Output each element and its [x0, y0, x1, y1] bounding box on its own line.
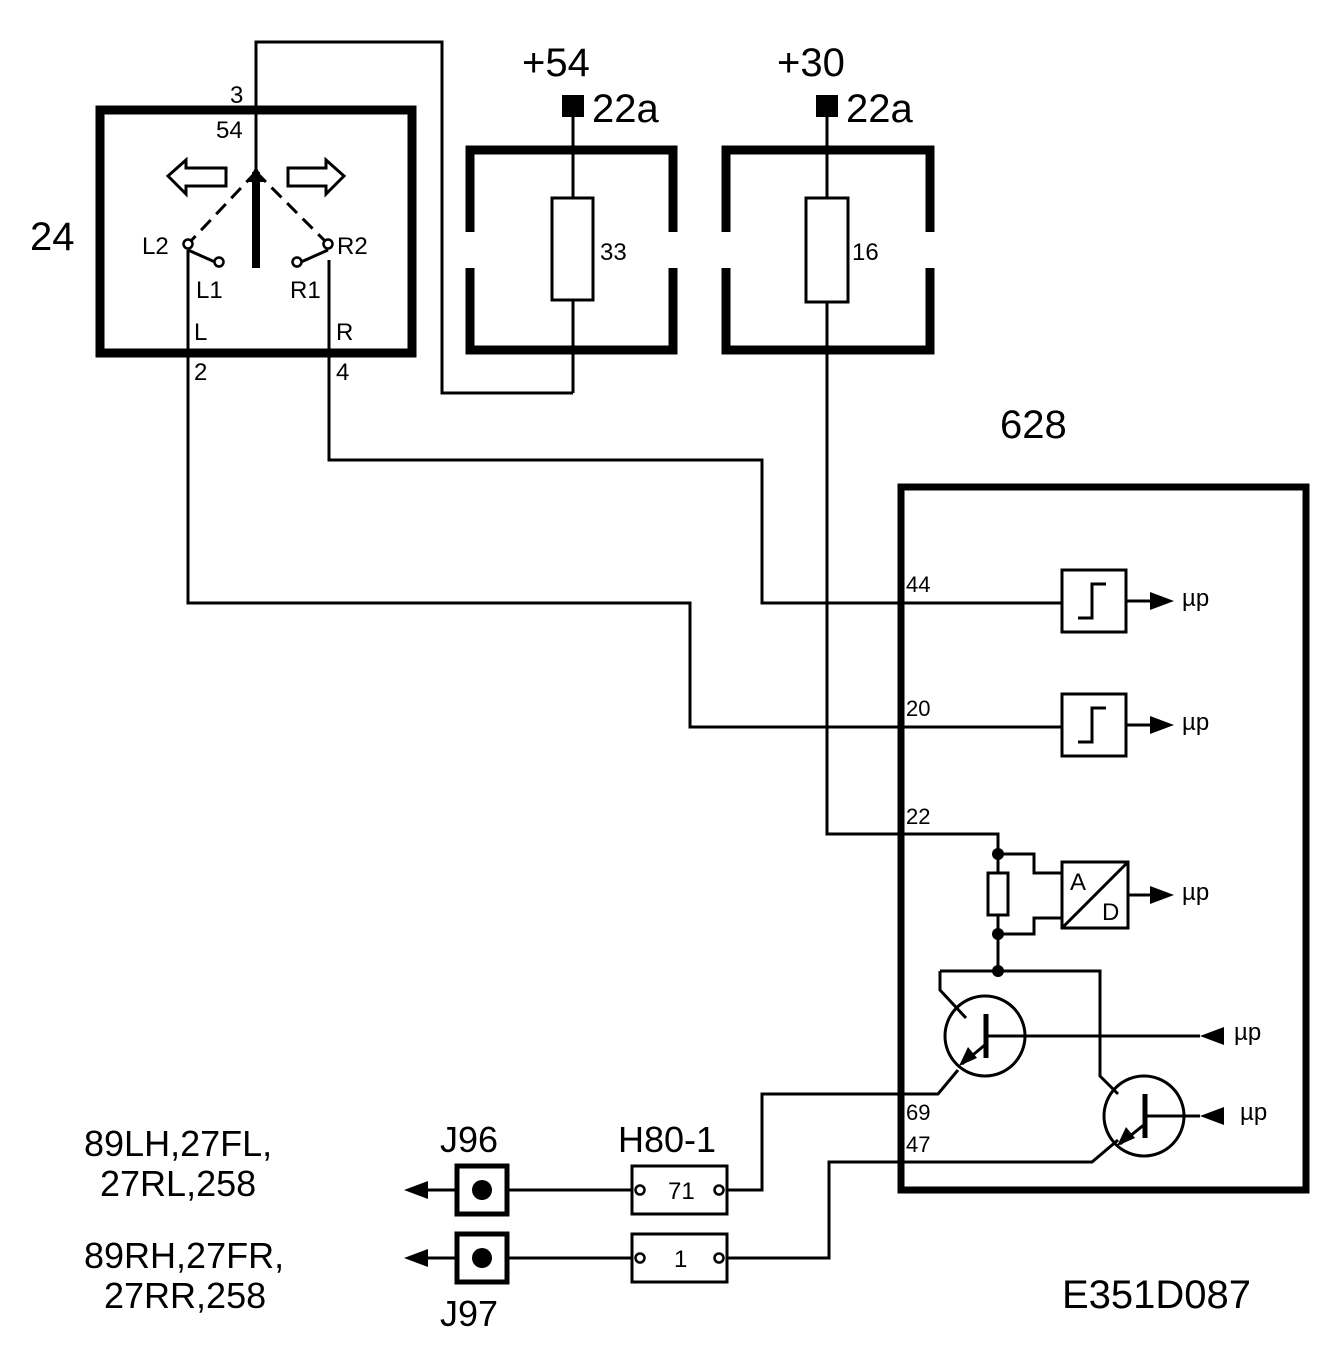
relay-pin-54: 54 [216, 117, 243, 144]
wire-right-pin44 [327, 260, 1062, 605]
wire-left-pin20 [186, 250, 1062, 729]
arrow-left-icon-2 [1200, 1107, 1224, 1125]
j96-pin [472, 1180, 492, 1200]
connector-j96-label: J96 [440, 1119, 498, 1160]
label-R1: R1 [290, 277, 321, 304]
contact-L1 [213, 256, 225, 268]
connector-h80-71 [630, 1164, 729, 1216]
relay-24: 24 3 54 L2 L1 R2 R1 L R 2 4 [30, 82, 417, 386]
connector-22a-right: 22a [846, 87, 913, 131]
arrow-right-icon-2 [1150, 716, 1174, 734]
adc-label-d: D [1102, 899, 1119, 926]
mu-in-2: µp [1240, 1099, 1267, 1126]
arrow-right-icon-1 [1150, 592, 1174, 610]
label-pin-4: 4 [336, 359, 349, 386]
fuse-33 [550, 196, 595, 302]
dashed-link-right [254, 170, 330, 246]
module-628-label: 628 [1000, 403, 1067, 447]
connector-h80-1 [630, 1232, 729, 1284]
emitter-arrow-icon-2 [1117, 1127, 1135, 1146]
dashed-link-left [186, 170, 258, 246]
adc-label-a: A [1070, 869, 1086, 896]
relay-24-label: 24 [30, 215, 75, 259]
fuse-box-33: +54 22a 33 [465, 41, 678, 393]
figure-id: E351D087 [1062, 1273, 1251, 1317]
contact-L2 [182, 238, 194, 250]
pin-69: 69 [906, 1100, 930, 1125]
wire-pin69 [727, 1069, 960, 1192]
wires [186, 40, 1119, 1260]
pin-20: 20 [906, 696, 930, 721]
switch-arm-right [300, 248, 329, 264]
arrow-right-icon-3 [1150, 886, 1174, 904]
connectors: J96 J97 H80-1 71 1 [404, 1119, 729, 1334]
mu-in-1: µp [1234, 1019, 1261, 1046]
left-arrow-icon [165, 156, 228, 198]
terminal-22a-right [816, 95, 838, 117]
schmitt-icon-1 [1078, 582, 1106, 620]
schmitt-trigger-2 [1060, 692, 1128, 758]
connector-h80-label: H80-1 [618, 1119, 716, 1160]
pin-44: 44 [906, 572, 930, 597]
shunt-resistor [986, 871, 1010, 917]
switch-arm-left [187, 248, 216, 264]
label-R: R [336, 319, 353, 346]
wire-pin47 [727, 1138, 1119, 1260]
fuse-16-label: 16 [852, 239, 879, 266]
dest-right-line2: 27RR,258 [104, 1275, 266, 1316]
schmitt-icon-2 [1078, 706, 1106, 744]
j97-pin [472, 1248, 492, 1268]
module-628: 628 44 20 22 69 47 µp µp A D µp [897, 403, 1310, 1194]
pin-22: 22 [906, 804, 930, 829]
h80-pin-71: 71 [668, 1178, 695, 1205]
arrow-left-icon-1 [1200, 1027, 1224, 1045]
contact-R1 [291, 256, 303, 268]
label-R2: R2 [337, 233, 368, 260]
label-L1: L1 [196, 277, 223, 304]
module-628-box [897, 483, 1310, 1194]
dest-right-line1: 89RH,27FR, [84, 1235, 284, 1276]
mu-out-2: µp [1182, 709, 1209, 736]
label-L2: L2 [142, 233, 169, 260]
h80-pin-1: 1 [674, 1246, 687, 1273]
destinations: 89LH,27FL, 27RL,258 89RH,27FR, 27RR,258 [84, 1123, 284, 1316]
mu-out-1: µp [1182, 585, 1209, 612]
label-L: L [194, 319, 207, 346]
connector-j97-label: J97 [440, 1293, 498, 1334]
supply-plus54: +54 [522, 41, 590, 85]
wire-54-feed [254, 40, 573, 395]
relay-pin-3: 3 [230, 82, 243, 109]
arrow-left-icon-j96 [404, 1181, 428, 1199]
arrow-left-icon-j97 [404, 1249, 428, 1267]
fuse-33-label: 33 [600, 239, 627, 266]
pin-47: 47 [906, 1132, 930, 1157]
terminal-22a-left [562, 95, 584, 117]
fuse-16 [804, 196, 850, 304]
connector-22a-left: 22a [592, 87, 659, 131]
supply-plus30: +30 [777, 41, 845, 85]
mu-out-3: µp [1182, 879, 1209, 906]
contact-R2 [322, 238, 334, 250]
emitter-arrow-icon-1 [959, 1047, 977, 1066]
label-pin-2: 2 [194, 359, 207, 386]
schmitt-trigger-1 [1060, 568, 1128, 634]
dest-left-line2: 27RL,258 [100, 1163, 256, 1204]
wire-30-pin22 [825, 302, 1000, 852]
dest-left-line1: 89LH,27FL, [84, 1123, 272, 1164]
right-arrow-icon [286, 156, 347, 198]
